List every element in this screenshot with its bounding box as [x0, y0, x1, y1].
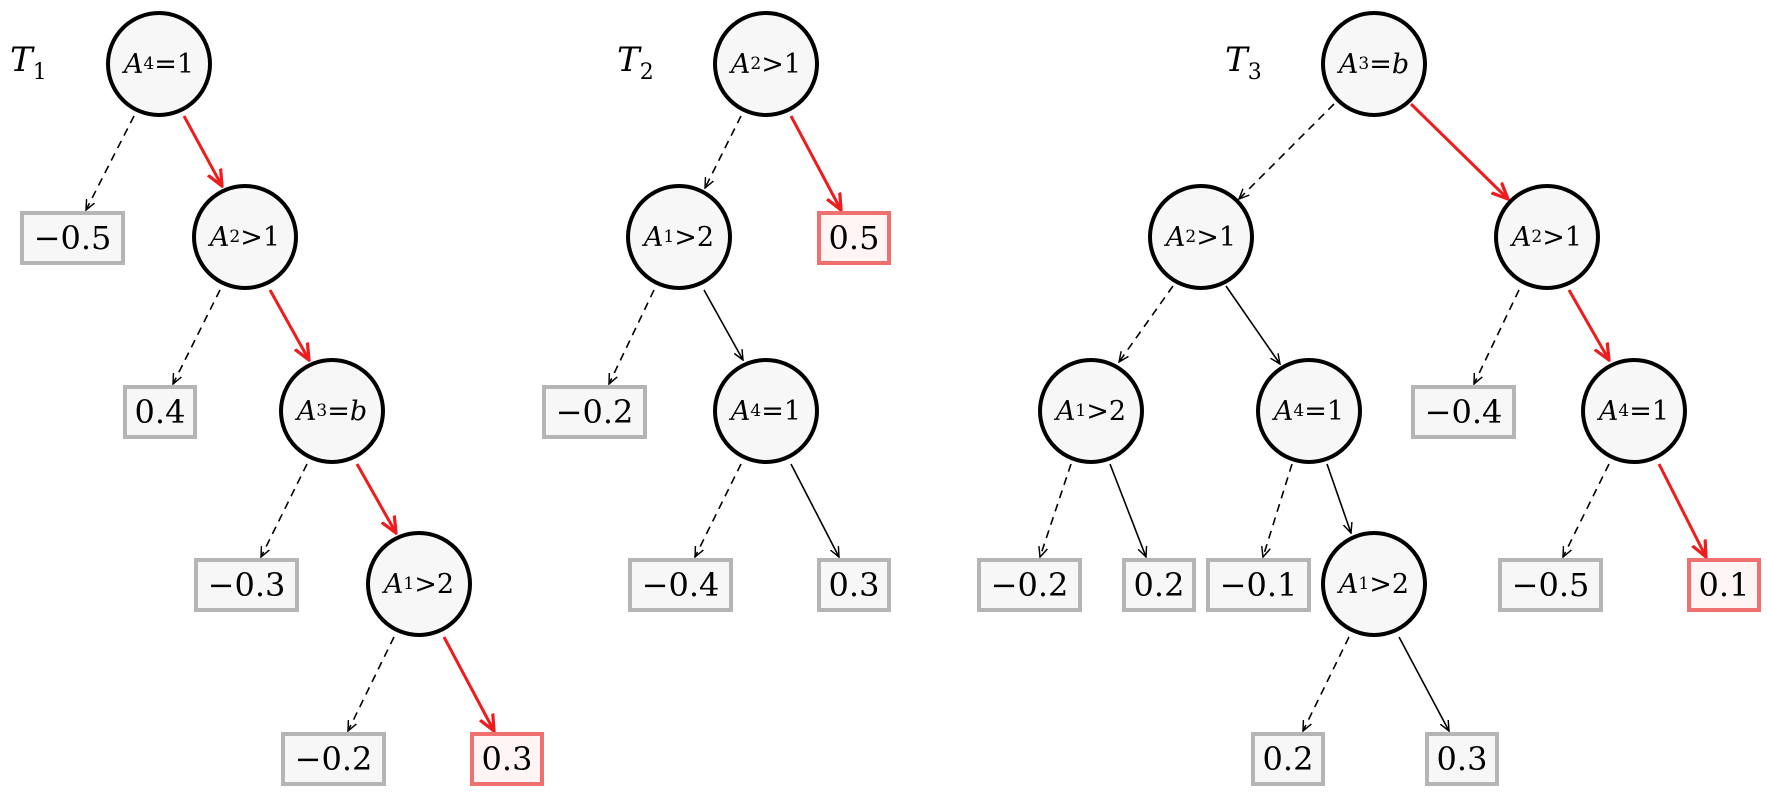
- decision-edge-false: [261, 463, 308, 557]
- decision-edge-active: [355, 463, 396, 533]
- leaf-value: −0.4: [628, 558, 733, 612]
- leaf-value-active: 0.3: [470, 732, 544, 786]
- decision-edge-true: [1398, 636, 1449, 731]
- leaf-value: −0.2: [281, 732, 386, 786]
- leaf-value-active: 0.1: [1687, 558, 1761, 612]
- decision-edge-active: [1409, 102, 1508, 199]
- decision-edge-true: [703, 289, 743, 360]
- decision-edge-false: [173, 289, 221, 384]
- decision-edge-active: [1657, 463, 1706, 557]
- decision-edge-active: [1567, 289, 1609, 360]
- decision-edge-true: [1225, 285, 1280, 364]
- leaf-value: −0.5: [1498, 558, 1603, 612]
- decision-edge-true: [790, 463, 839, 557]
- leaf-value: 0.2: [1251, 732, 1325, 786]
- decision-edge-false: [1040, 463, 1072, 557]
- decision-edge-false: [1263, 463, 1293, 557]
- decision-edge-active: [789, 115, 841, 210]
- tree-title-t1: T1: [10, 40, 47, 85]
- decision-edge-active: [442, 636, 494, 731]
- decision-edge-active: [268, 289, 309, 360]
- leaf-value: −0.1: [1206, 558, 1311, 612]
- leaf-value: −0.4: [1411, 385, 1516, 439]
- leaf-value: 0.3: [817, 558, 891, 612]
- decision-edge-true: [1326, 463, 1351, 533]
- leaf-value: −0.2: [977, 558, 1082, 612]
- decision-edge-false: [1563, 463, 1610, 557]
- decision-edge-false: [609, 289, 655, 384]
- decision-edge-false: [1119, 285, 1174, 362]
- decision-edge-false: [1239, 103, 1335, 199]
- decision-edge-false: [86, 115, 135, 210]
- tree-title-t3: T3: [1225, 40, 1262, 85]
- decision-edge-false: [1303, 636, 1350, 731]
- decision-edge-false: [695, 463, 742, 557]
- leaf-value: 0.4: [123, 385, 197, 439]
- decision-edge-true: [1109, 463, 1146, 557]
- leaf-value: −0.2: [542, 385, 647, 439]
- decision-edge-active: [182, 115, 222, 186]
- leaf-value: −0.3: [194, 558, 299, 612]
- leaf-value: 0.3: [1425, 732, 1499, 786]
- leaf-value: 0.2: [1122, 558, 1196, 612]
- tree-title-t2: T2: [617, 40, 654, 85]
- decision-edge-false: [705, 115, 742, 188]
- decision-edge-false: [348, 636, 395, 731]
- decision-edge-false: [1474, 289, 1520, 384]
- leaf-value: −0.5: [20, 211, 125, 265]
- leaf-value-active: 0.5: [817, 211, 891, 265]
